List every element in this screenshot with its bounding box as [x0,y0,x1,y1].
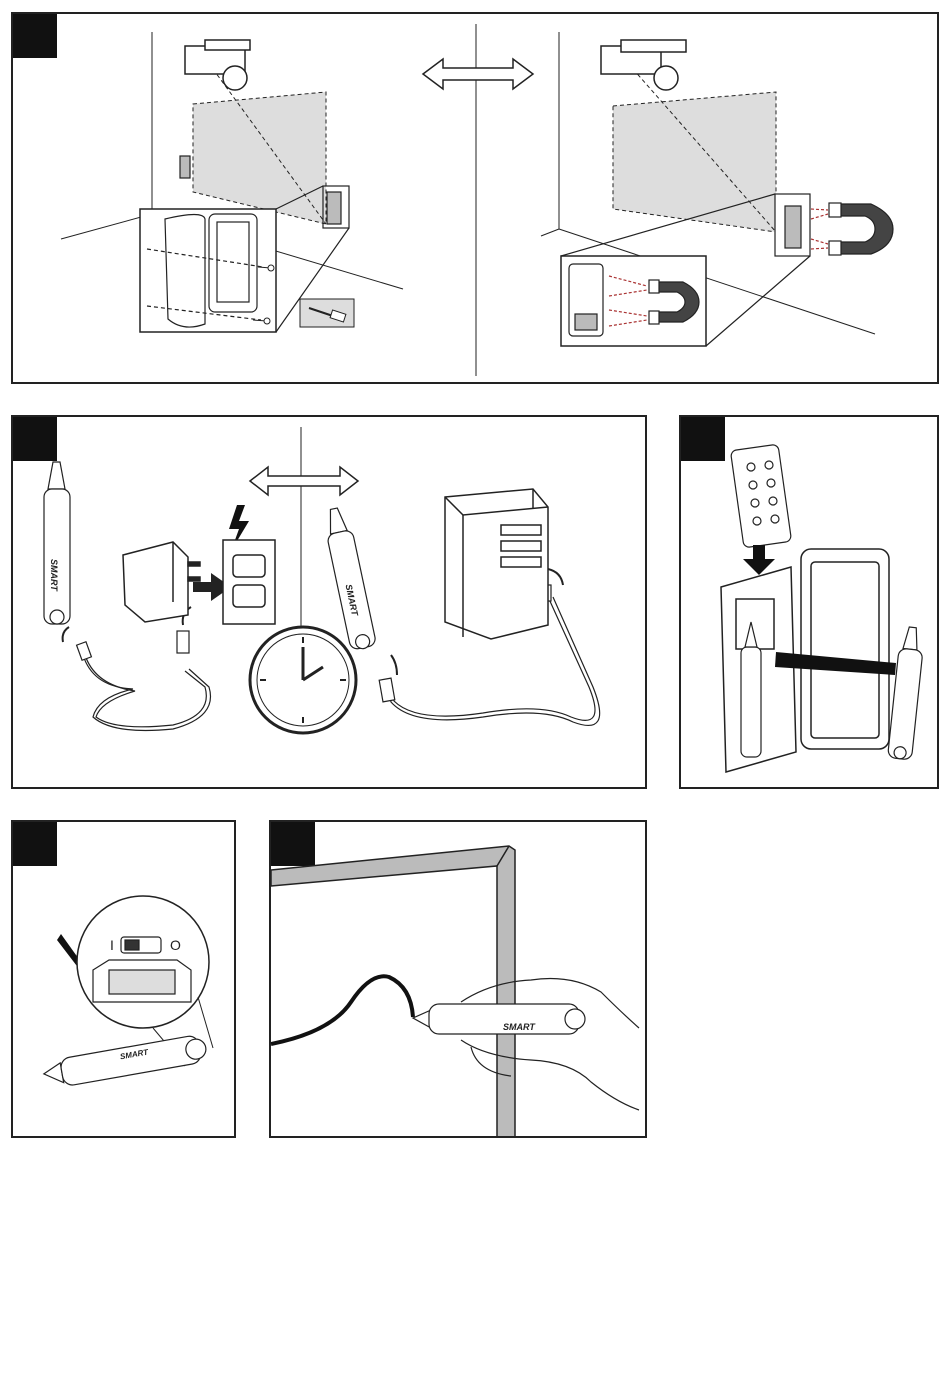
svg-text:SMART: SMART [503,1022,536,1032]
pen-icon [888,626,926,760]
pen-icon: SMART [42,1034,208,1090]
switch-off-label: O [170,937,181,953]
step-5-illustration: SMART [271,822,647,1138]
ink-stroke [271,976,413,1044]
double-arrow-icon [423,59,533,89]
arrow-icon [743,545,775,575]
computer-tower-icon [445,489,548,639]
clock-icon [250,627,356,733]
mount-box-icon [775,194,810,256]
pen-icon: SMART [44,462,70,624]
wall-outlet-icon [223,540,275,624]
usb-cable-icon [77,631,211,731]
switch-on-label: I [110,937,114,953]
step-5-panel: SMART [269,820,647,1138]
projected-screen [193,92,326,224]
pen-icon: SMART [322,506,377,651]
pen-logo: SMART [49,559,59,592]
double-arrow-icon [250,467,358,495]
step-3-illustration [681,417,939,789]
step-3-panel [679,415,939,789]
step-1-panel [11,12,939,384]
step-4-illustration: I O SMART [13,822,236,1138]
step-2-illustration: SMART [13,417,647,789]
projector-icon [601,40,686,90]
magnet-icon [811,203,893,255]
pen-icon: SMART [413,1004,585,1034]
projector-icon [185,40,250,90]
hand-icon [461,979,639,1111]
step-2-panel: SMART [11,415,647,789]
step-4-panel: I O SMART [11,820,236,1138]
remote-control-icon [730,444,791,548]
power-adapter-icon [123,542,200,622]
step-1-illustration [13,14,939,384]
screwdriver-icon [300,299,354,327]
